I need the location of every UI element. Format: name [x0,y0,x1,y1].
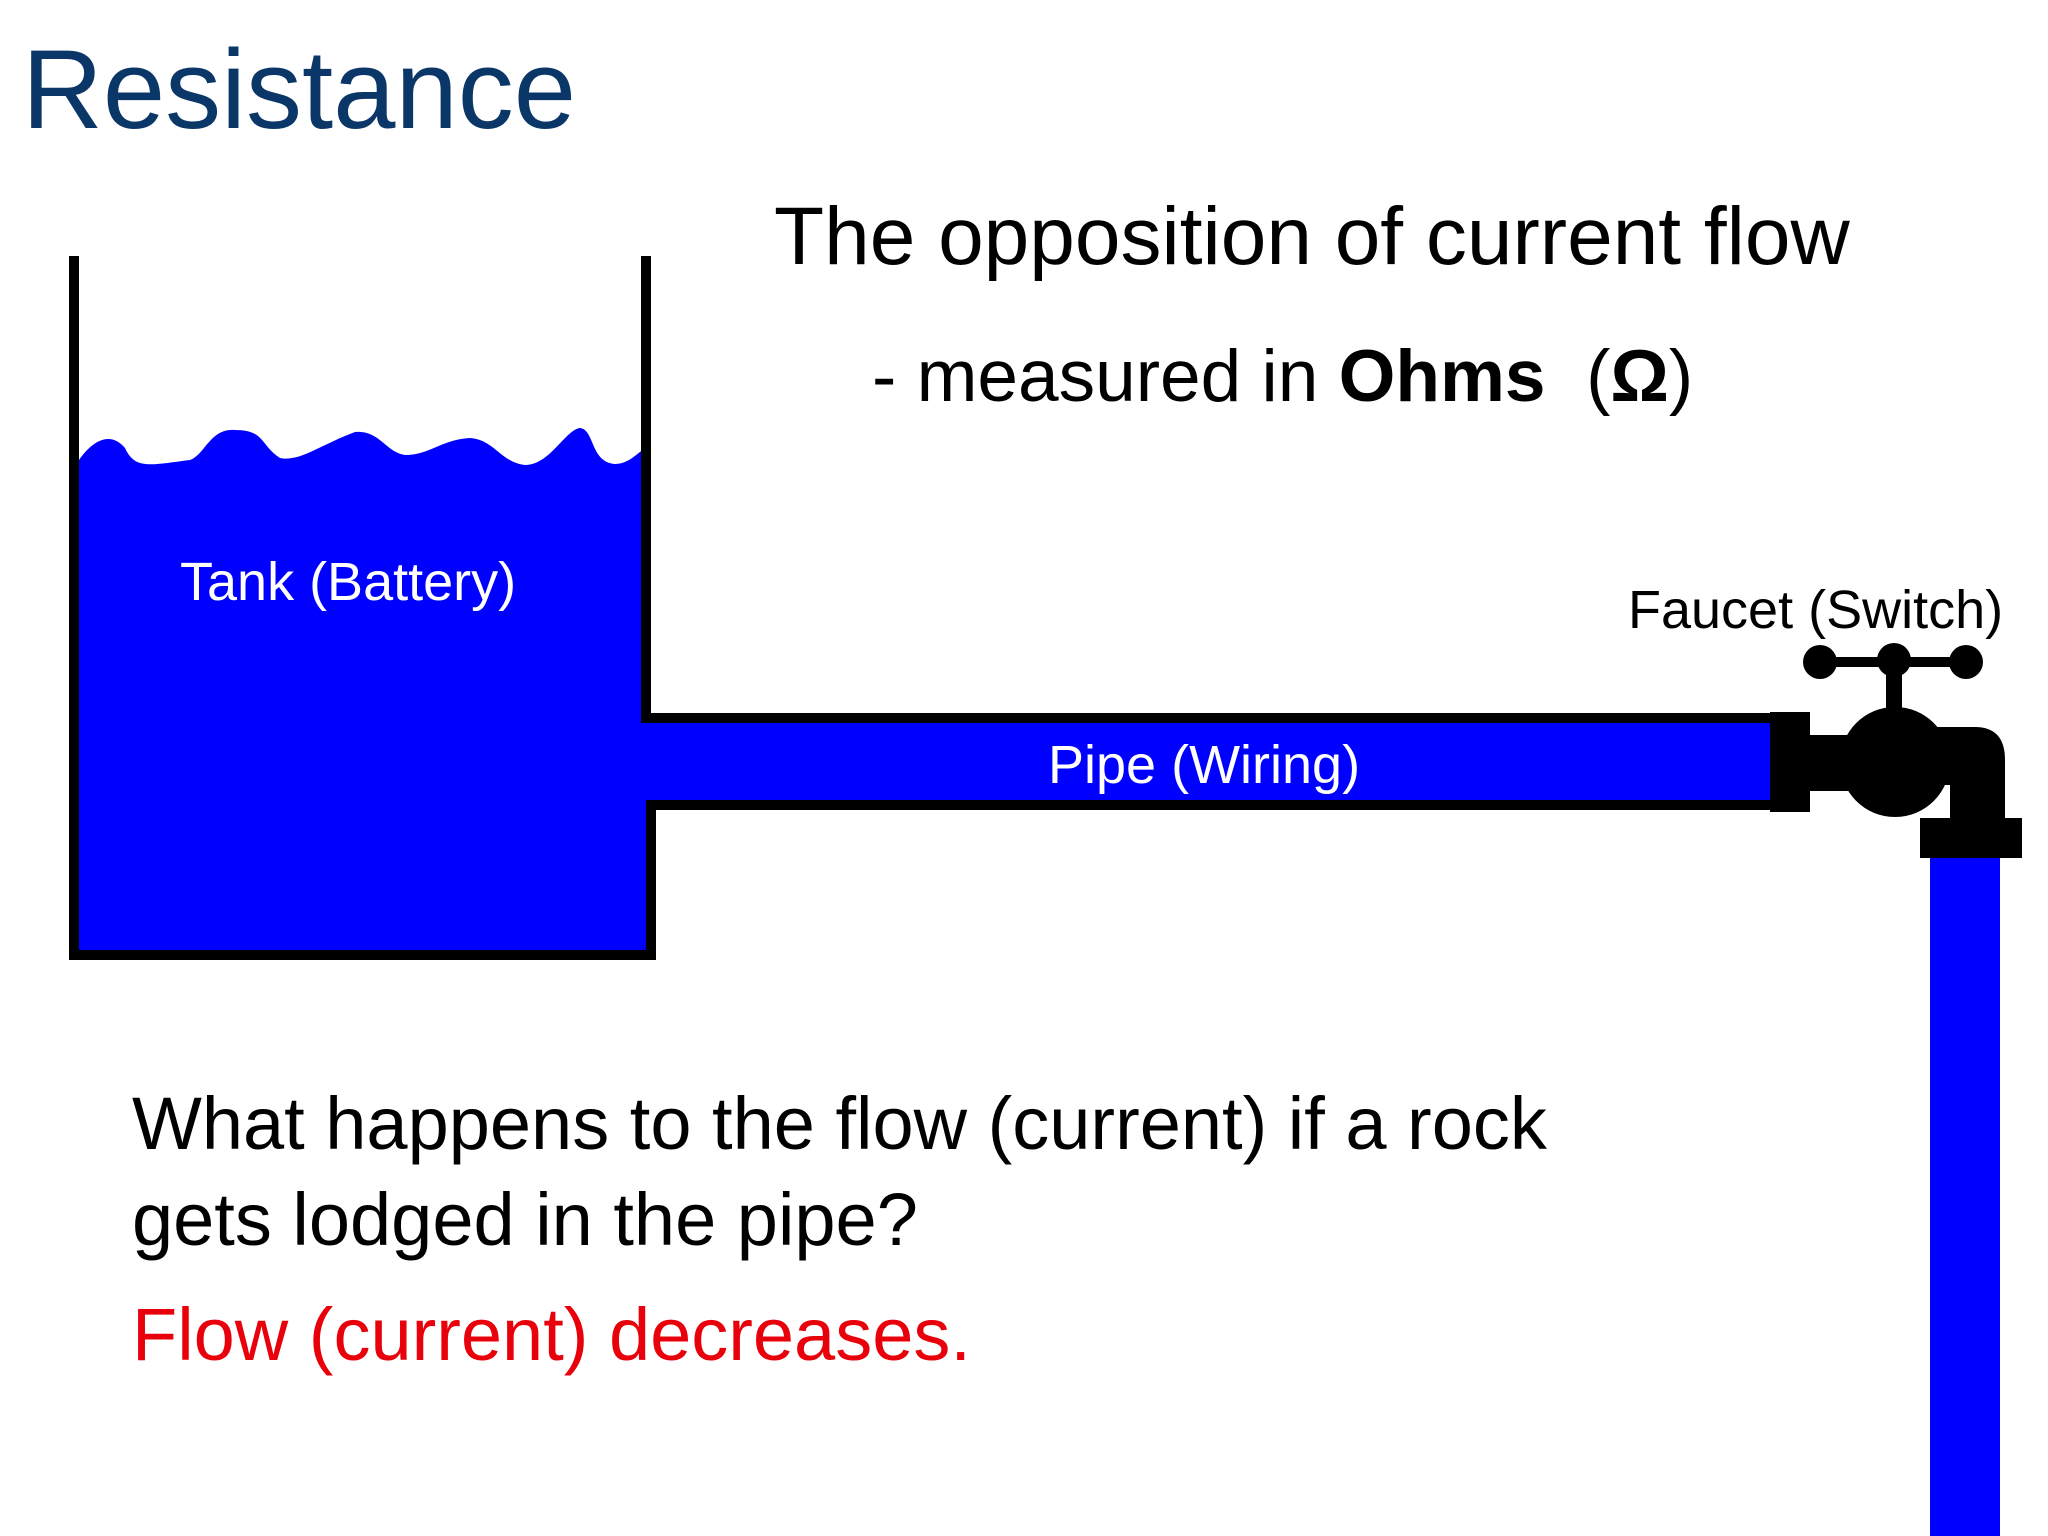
question-line-1: What happens to the flow (current) if a … [132,1082,1547,1165]
measured-in-line: - measured in Ohms (Ω) [872,340,1693,413]
faucet-label: Faucet (Switch) [1628,580,2004,640]
measured-in-prefix: - measured in [872,336,1339,417]
faucet-icon [1770,643,2022,858]
tank-label: Tank (Battery) [180,552,517,612]
tank-wall-right [641,256,1780,723]
ohms-unit: Ohms [1338,336,1546,417]
pipe-label: Pipe (Wiring) [1048,735,1361,795]
slide-title: Resistance [22,27,577,152]
pipe-water [640,718,1780,805]
question-line-2: gets lodged in the pipe? [132,1178,918,1261]
ohm-symbol-close: ) [1668,336,1694,417]
definition-text: The opposition of current flow [774,191,1850,282]
question-text: What happens to the flow (current) if a … [132,1076,1752,1268]
tank-water [74,428,646,960]
ohm-symbol-open: ( [1586,336,1611,417]
tank-outline [69,256,1780,960]
ohm-symbol: Ω [1610,336,1669,417]
outflow-stream [1930,855,2000,1536]
answer-text: Flow (current) decreases. [132,1293,971,1376]
